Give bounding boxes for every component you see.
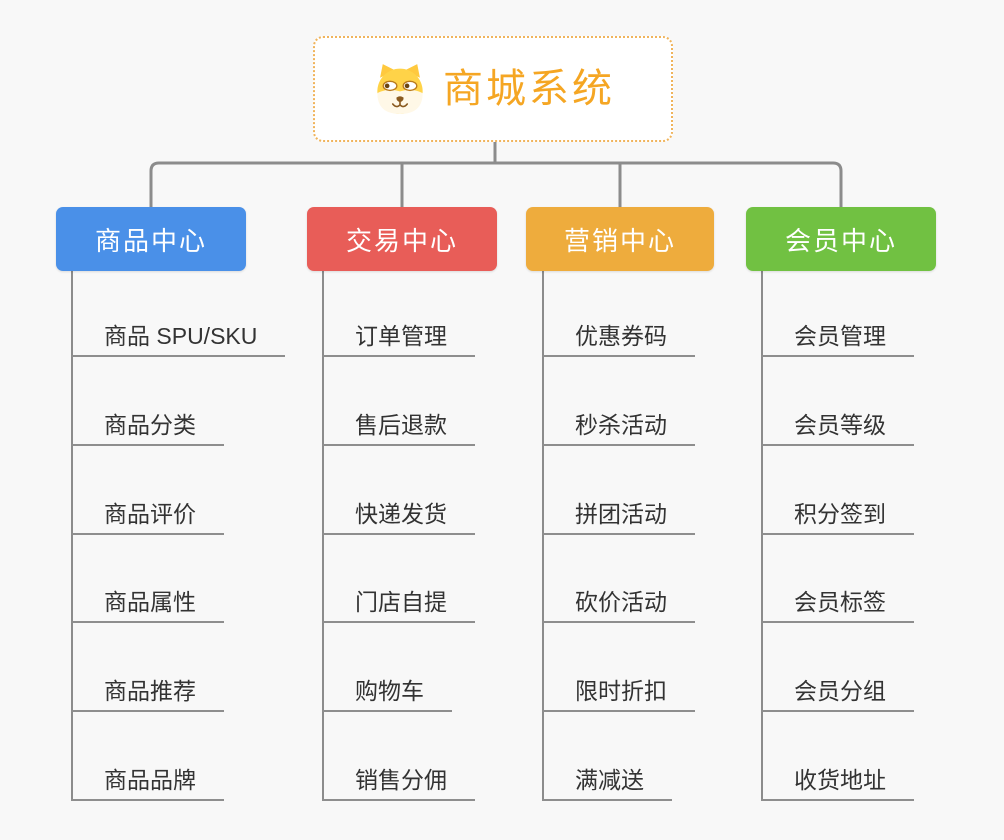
topic-item[interactable]: 收货地址: [761, 757, 914, 801]
branch-trade-center[interactable]: 交易中心: [307, 207, 497, 271]
topic-item[interactable]: 订单管理: [322, 313, 475, 357]
topic-item[interactable]: 商品 SPU/SKU: [71, 313, 286, 357]
topic-item[interactable]: 会员分组: [761, 668, 914, 712]
dog-face-icon: [371, 63, 429, 116]
topic-item[interactable]: 秒杀活动: [542, 402, 695, 446]
branch-product-center[interactable]: 商品中心: [56, 207, 246, 271]
topic-item[interactable]: 门店自提: [322, 579, 475, 623]
topic-item[interactable]: 砍价活动: [542, 579, 695, 623]
topic-item[interactable]: 购物车: [322, 668, 452, 712]
topic-item[interactable]: 拼团活动: [542, 491, 695, 535]
topic-item[interactable]: 商品推荐: [71, 668, 224, 712]
topic-item[interactable]: 限时折扣: [542, 668, 695, 712]
topic-item[interactable]: 会员标签: [761, 579, 914, 623]
topic-item[interactable]: 快递发货: [322, 491, 475, 535]
topic-item[interactable]: 商品评价: [71, 491, 224, 535]
topic-item[interactable]: 积分签到: [761, 491, 914, 535]
topic-item[interactable]: 会员等级: [761, 402, 914, 446]
topic-item[interactable]: 商品属性: [71, 579, 224, 623]
root-title: 商城系统: [443, 67, 615, 111]
topic-item[interactable]: 商品分类: [71, 402, 224, 446]
topic-item[interactable]: 商品品牌: [71, 757, 224, 801]
branch-member-center[interactable]: 会员中心: [746, 207, 936, 271]
topic-item[interactable]: 销售分佣: [322, 757, 475, 801]
topic-item[interactable]: 会员管理: [761, 313, 914, 357]
topic-item[interactable]: 优惠券码: [542, 313, 695, 357]
root-topic[interactable]: 商城系统: [313, 36, 673, 142]
branch-marketing-center[interactable]: 营销中心: [526, 207, 714, 271]
topic-item[interactable]: 满减送: [542, 757, 672, 801]
topic-item[interactable]: 售后退款: [322, 402, 475, 446]
